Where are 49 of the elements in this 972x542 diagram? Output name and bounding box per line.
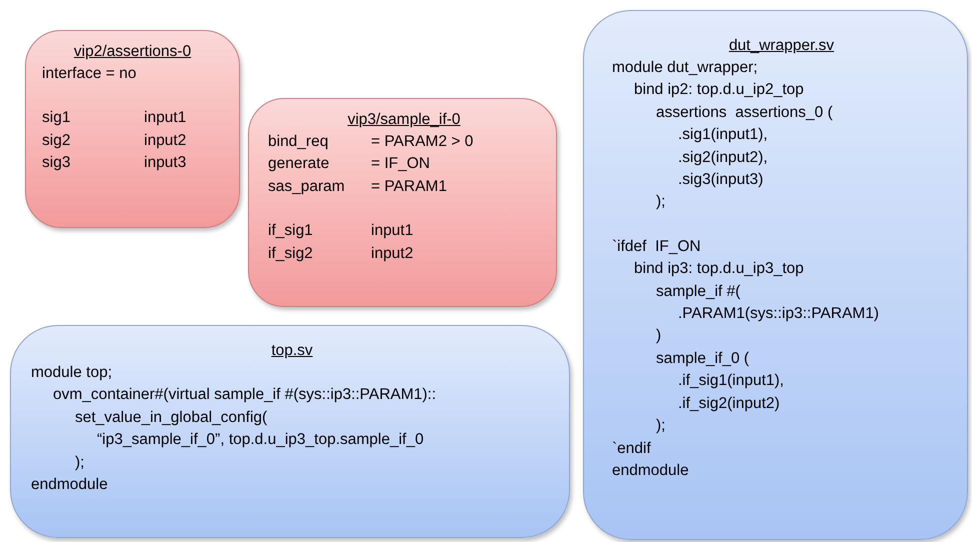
code-panel [583,10,968,540]
code-text: = PARAM2 > 0 [371,132,474,152]
code-text: .if_sig1(input1), [678,371,784,392]
code-text: ); [656,416,666,436]
code-text: input1 [371,221,414,242]
code-panel [25,30,240,228]
code-panel [10,325,570,538]
code-text: “ip3_sample_if_0”, top.d.u_ip3_top.sample_if_0 [97,430,424,450]
panel-heading: dut_wrapper.sv [728,36,836,56]
code-text: sig3 [42,153,72,174]
panel-heading: vip3/sample_if-0 [348,110,462,130]
code-text: ) [656,326,662,346]
code-text: bind ip3: top.d.u_ip3_top [634,259,804,280]
code-text: input1 [144,108,186,128]
code-text: .if_sig2(input2) [678,394,780,414]
code-text: endmodule [612,460,689,481]
code-text: module dut_wrapper; [612,58,758,78]
code-text: sample_if #( [656,282,740,302]
code-text: .sig1(input1), [678,125,768,146]
code-text: sig2 [42,130,72,151]
code-text: assertions assertions_0 ( [656,102,833,123]
code-text: `ifdef IF_ON [612,236,701,257]
code-text: .sig3(input3) [678,170,764,190]
panel-heading: top.sv [271,341,314,361]
code-text: = PARAM1 [371,176,447,197]
panel-heading: vip2/assertions-0 [74,42,192,62]
code-text: input3 [144,153,186,174]
code-text: set_value_in_global_config( [75,408,268,428]
code-text: generate [268,154,330,174]
code-text: `endif [612,438,651,458]
code-text: bind ip2: top.d.u_ip2_top [634,80,804,100]
code-text: ); [656,192,666,212]
code-text: interface = no [42,64,136,84]
code-text: if_sig2 [268,244,314,264]
code-text: bind_req [268,132,330,152]
code-panel [248,98,557,307]
code-text: ovm_container#(virtual sample_if #(sys::ip3::PARAM1):: [53,385,436,406]
code-text: if_sig1 [268,221,314,242]
code-text: input2 [144,130,186,151]
code-text: .sig2(input2), [678,148,768,168]
code-text: input2 [371,244,414,264]
code-text: ); [75,452,84,473]
code-text: endmodule [31,475,108,496]
code-text: sig1 [42,108,72,128]
code-text: module top; [31,363,112,383]
code-text: sample_if_0 ( [656,348,750,369]
code-text: = IF_ON [371,154,430,174]
code-text: .PARAM1(sys::ip3::PARAM1) [678,304,879,324]
code-text: sas_param [268,176,346,197]
